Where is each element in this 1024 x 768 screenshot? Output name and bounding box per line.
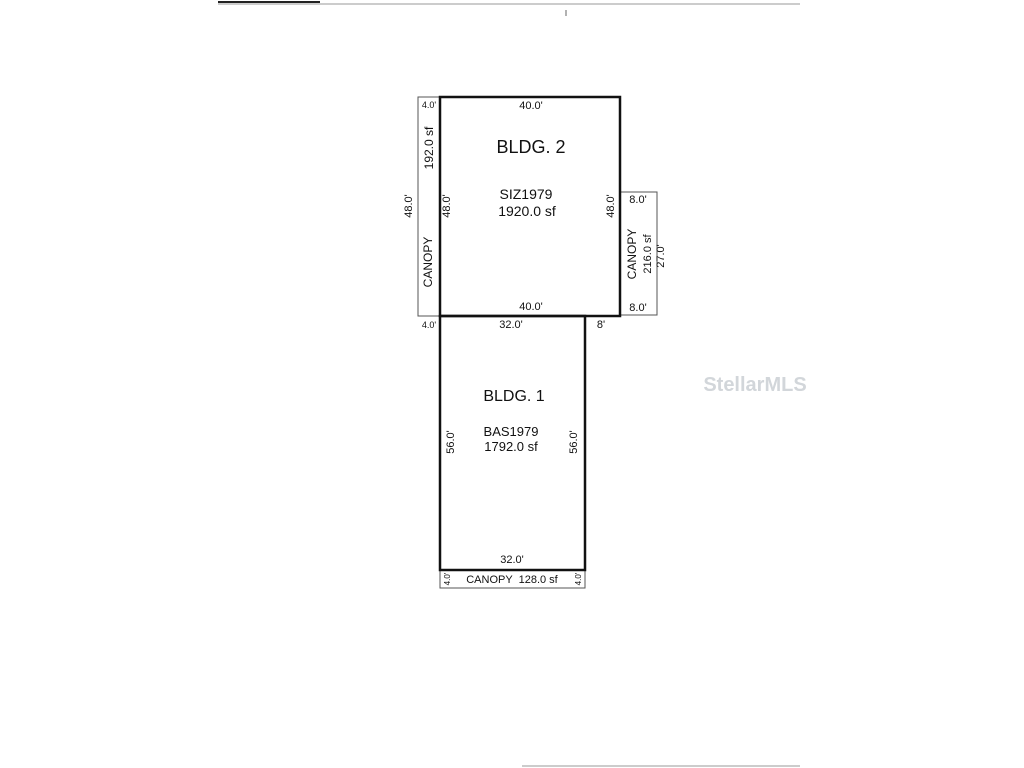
bldg1-top-dim: 32.0'	[499, 319, 523, 331]
canopy-bottom-left-dim: 4.0'	[443, 572, 452, 585]
canopy-left-label: CANOPY	[421, 237, 435, 288]
canopy-right-area: 216.0 sf	[642, 233, 654, 273]
bldg2-left-dim: 48.0'	[441, 194, 453, 218]
canopy-left-bottom-width-dim: 4.0'	[422, 320, 437, 330]
bldg1-right-dim: 56.0'	[568, 430, 580, 454]
bldg1-bottom-dim: 32.0'	[500, 554, 524, 566]
bldg2-bottom-dim: 40.0'	[519, 301, 543, 313]
canopy-left-width-dim: 4.0'	[422, 100, 437, 110]
scan-artifacts	[218, 1, 800, 767]
bldg2-top-dim: 40.0'	[519, 100, 543, 112]
canopy-right-length-dim: 27.0'	[655, 244, 667, 268]
bldg1-title: BLDG. 1	[483, 388, 544, 405]
canopy-left-area: 192.0 sf	[422, 126, 436, 169]
canopy-bottom-right-dim: 4.0'	[574, 572, 583, 585]
canopy-bottom-label: CANOPY 128.0 sf	[466, 574, 558, 586]
canopy-right-bottom-dim: 8.0'	[629, 302, 646, 314]
bldg1-area: 1792.0 sf	[484, 439, 538, 454]
bldg1-code: BAS1979	[484, 424, 539, 439]
canopy-left-length-dim: 48.0'	[403, 194, 415, 218]
bldg2-right-dim: 48.0'	[605, 194, 617, 218]
canopy-right-top-dim: 8.0'	[629, 194, 646, 206]
bldg2-title: BLDG. 2	[496, 137, 565, 157]
bldg2-code: SIZ1979	[500, 186, 553, 202]
bldg2-area: 1920.0 sf	[498, 203, 556, 219]
watermark-logo: StellarMLS	[703, 374, 806, 396]
bldg1-outline	[438, 314, 587, 572]
bldg1-offset-dim: 8'	[597, 319, 605, 331]
canopy-right-label: CANOPY	[625, 229, 639, 280]
bldg1-left-dim: 56.0'	[445, 430, 457, 454]
